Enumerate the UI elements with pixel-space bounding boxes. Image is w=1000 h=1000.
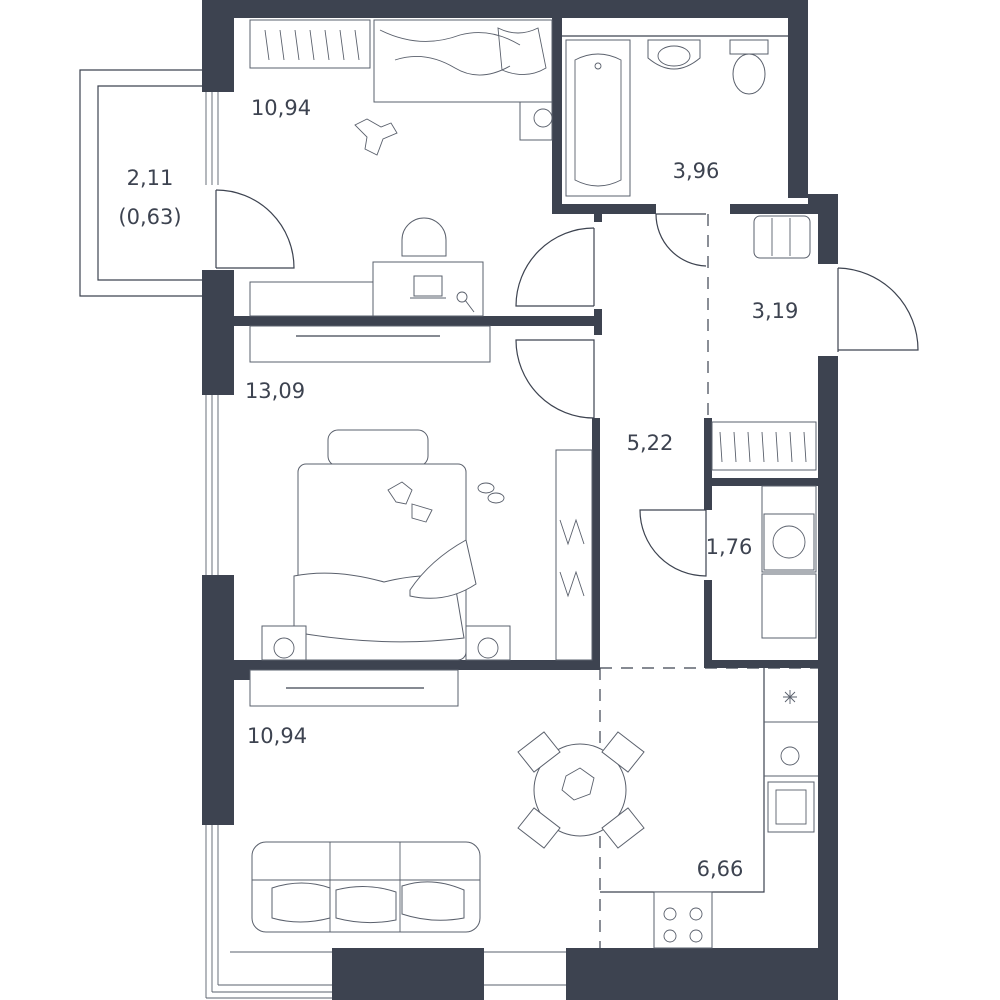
bedroom-2-furniture <box>249 325 593 661</box>
room-area-bathroom: 3,96 <box>673 159 720 183</box>
room-area-balcony-sub: (0,63) <box>118 205 181 229</box>
area-labels: 10,94 3,96 2,11 (0,63) 3,19 13,09 5,22 1… <box>118 96 798 881</box>
kitchen-furniture <box>600 668 818 949</box>
bathroom-fixtures <box>562 35 788 197</box>
openings <box>599 214 818 948</box>
room-area-balcony: 2,11 <box>127 166 174 190</box>
room-area-kitchen: 6,66 <box>697 857 744 881</box>
room-area-living-room: 10,94 <box>247 724 307 748</box>
room-area-entrance: 3,19 <box>752 299 799 323</box>
room-area-laundry: 1,76 <box>706 535 753 559</box>
living-room-furniture <box>249 669 645 933</box>
room-area-bedroom-1: 10,94 <box>251 96 311 120</box>
doors <box>215 189 919 577</box>
entrance-furniture <box>711 215 817 471</box>
balcony <box>79 69 202 297</box>
room-area-hallway: 5,22 <box>627 431 674 455</box>
windows <box>205 92 566 999</box>
laundry-furniture <box>761 485 817 639</box>
room-area-bedroom-2: 13,09 <box>245 379 305 403</box>
walls <box>202 0 838 1000</box>
bedroom-1-furniture <box>249 19 553 317</box>
